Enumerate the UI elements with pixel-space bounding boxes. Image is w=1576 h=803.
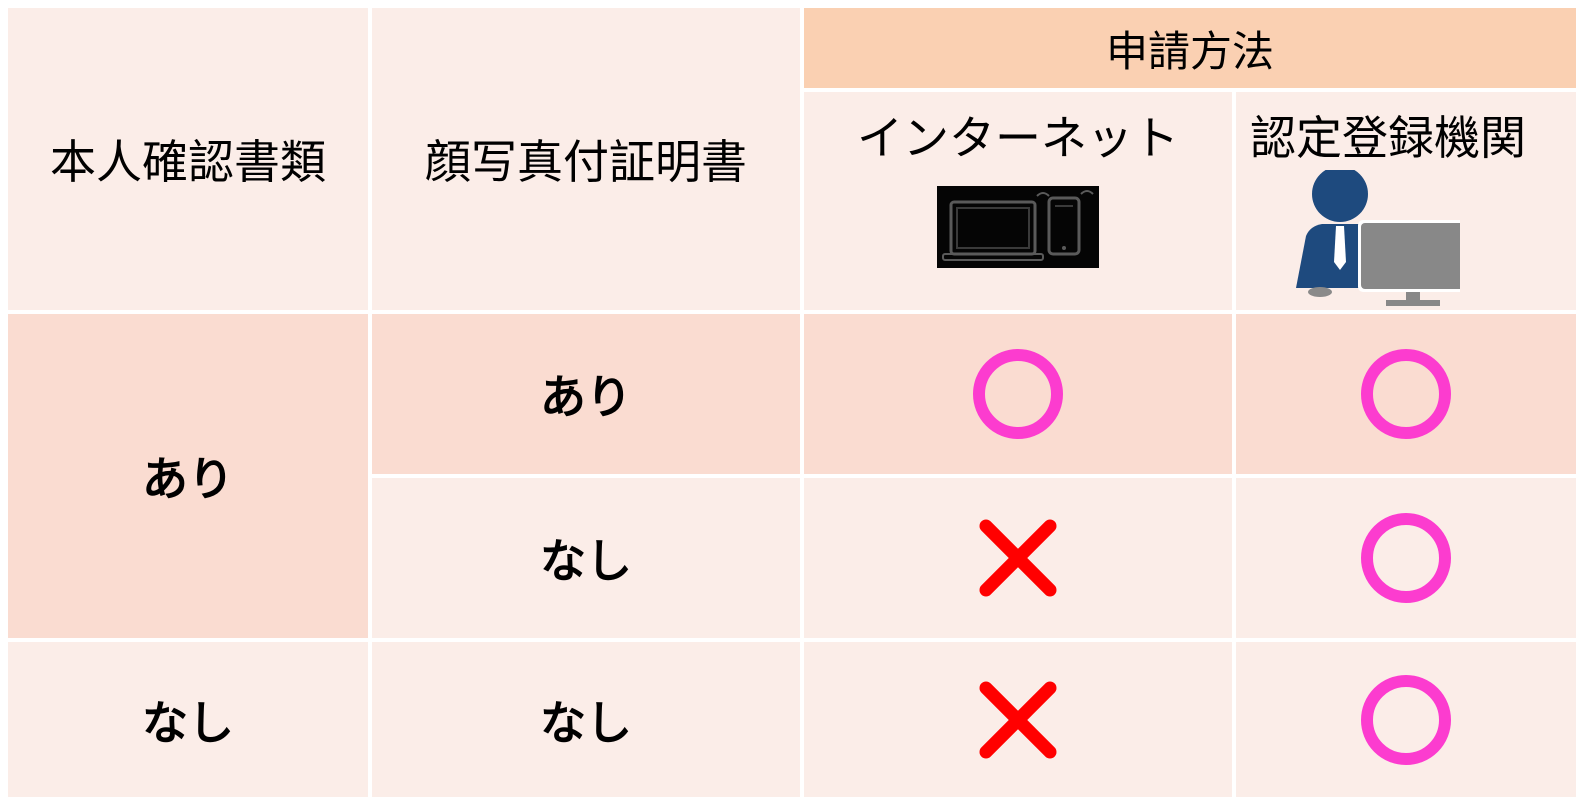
person-at-computer-icon [1296, 170, 1460, 306]
row2-internet [804, 478, 1232, 638]
circle-mark-icon [973, 349, 1063, 439]
header-internet: インターネット [804, 92, 1232, 310]
row2-photo-id: なし [372, 478, 800, 638]
row2-photo-id-label: なし [540, 534, 632, 588]
circle-mark-icon [1361, 349, 1451, 439]
row3-internet [804, 642, 1232, 797]
row3-registration [1236, 642, 1576, 797]
cross-mark-icon [979, 681, 1057, 758]
header-internet-label: インターネット [857, 111, 1179, 165]
circle-mark-icon [1361, 674, 1451, 765]
row-id-documents-no: なし [8, 642, 368, 797]
cross-mark-icon [979, 519, 1057, 597]
row-id-documents-no-label: なし [142, 695, 234, 750]
header-registration-authority-label: 認定登録機関 [1250, 111, 1526, 165]
header-photo-id-label: 顔写真付証明書 [425, 135, 747, 189]
computer-and-smartphone-icon [937, 186, 1099, 268]
row3-photo-id: なし [372, 642, 800, 797]
circle-mark-icon [1361, 513, 1451, 603]
row2-registration [1236, 478, 1576, 638]
row3-photo-id-label: なし [540, 695, 632, 750]
header-registration-authority: 認定登録機関 [1236, 92, 1576, 310]
header-photo-id: 顔写真付証明書 [372, 8, 800, 310]
row1-internet [804, 314, 1232, 474]
comparison-table: 本人確認書類 顔写真付証明書 申請方法 インターネット 認定登録機関 [8, 8, 1576, 803]
row1-registration [1236, 314, 1576, 474]
header-application-method-label: 申請方法 [1105, 26, 1274, 76]
header-id-documents: 本人確認書類 [8, 8, 368, 310]
row-id-documents-yes: あり [8, 314, 368, 638]
header-id-documents-label: 本人確認書類 [50, 135, 326, 189]
row1-photo-id-label: あり [540, 370, 632, 424]
row1-photo-id: あり [372, 314, 800, 474]
header-application-method: 申請方法 [804, 8, 1576, 88]
row-id-documents-yes-label: あり [142, 452, 234, 506]
